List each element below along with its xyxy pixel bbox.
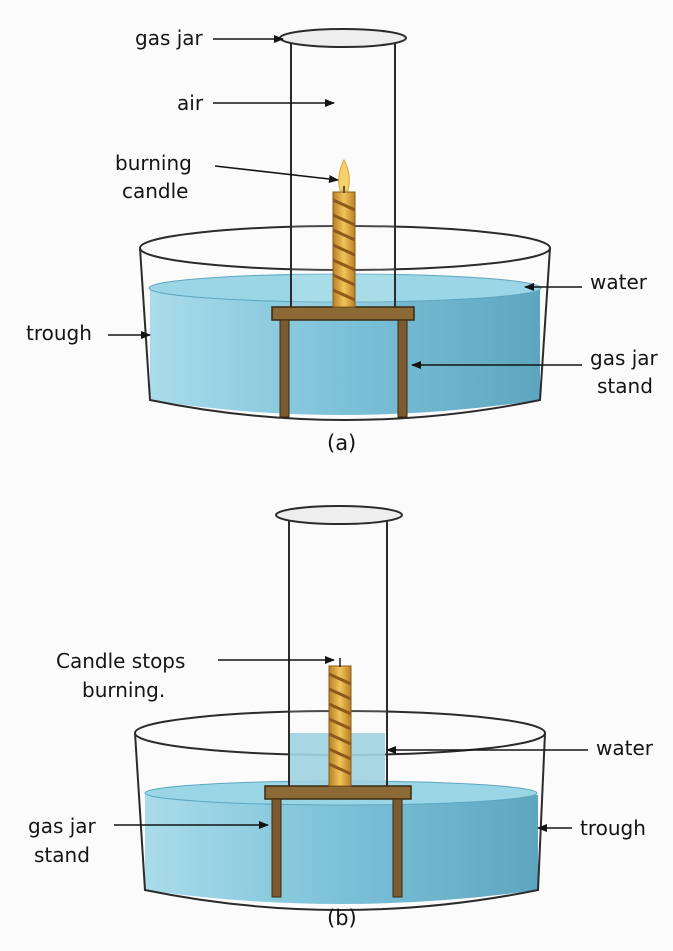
label-water-a: water — [590, 270, 648, 294]
label-water-b: water — [596, 736, 654, 760]
label-stand-a-1: gas jar — [590, 346, 659, 370]
panel-b: Candle stops burning. water gas jar stan… — [28, 505, 654, 930]
extinguished-candle — [328, 658, 352, 787]
label-trough-a: trough — [26, 321, 92, 345]
arrow-burning-candle — [214, 165, 339, 183]
trough-b-water — [145, 786, 538, 904]
label-gas-jar: gas jar — [135, 26, 204, 50]
label-stand-b-1: gas jar — [28, 814, 97, 838]
caption-a: (a) — [327, 431, 356, 455]
gas-jar-stand-a — [271, 306, 415, 418]
burning-candle — [332, 158, 356, 308]
label-burning: burning — [115, 151, 192, 175]
label-trough-b: trough — [580, 816, 646, 840]
label-stand-a-2: stand — [597, 374, 653, 398]
label-air: air — [177, 91, 204, 115]
panel-a: gas jar air burning candle water trough … — [26, 26, 659, 455]
label-candle-stops-2: burning. — [82, 678, 165, 702]
label-candle: candle — [122, 179, 188, 203]
caption-b: (b) — [327, 906, 357, 930]
label-candle-stops-1: Candle stops — [56, 649, 185, 673]
trough-a-water — [150, 279, 540, 415]
label-stand-b-2: stand — [34, 843, 90, 867]
